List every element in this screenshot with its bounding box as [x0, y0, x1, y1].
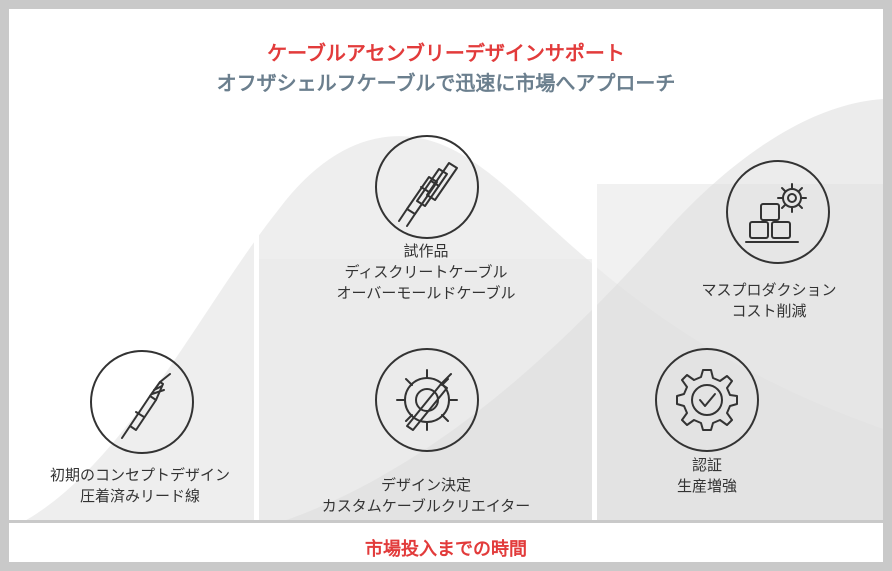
stage-label-certification: 認証 生産増強: [597, 455, 817, 497]
gear-cable-icon: [375, 348, 479, 452]
stage-line: デザイン決定: [380, 476, 471, 494]
gear-blocks-icon: [726, 160, 830, 264]
diagram-subtitle: オフザシェルフケーブルで迅速に市場へアプローチ: [216, 71, 676, 95]
stage-line: ディスクリートケーブル: [344, 263, 508, 281]
column-divider-right: [592, 109, 597, 529]
probe-icon: [90, 350, 194, 454]
stage-label-design-decision: デザイン決定 カスタムケーブルクリエイター: [259, 475, 593, 517]
stage-label-prototype: 試作品 ディスクリートケーブル オーバーモールドケーブル: [259, 241, 593, 304]
stage-line: オーバーモールドケーブル: [336, 284, 516, 302]
time-to-market-bar: 市場投入までの時間: [9, 520, 883, 562]
stage-line: 生産増強: [676, 477, 737, 495]
stage-label-concept: 初期のコンセプトデザイン 圧着済みリード線: [18, 465, 262, 507]
time-to-market-label: 市場投入までの時間: [365, 539, 527, 560]
stage-line: 圧着済みリード線: [79, 487, 200, 505]
stage-line: コスト削減: [731, 302, 807, 320]
cable-connectors-icon: [375, 135, 479, 239]
stage-line: 認証: [691, 456, 722, 474]
gear-check-icon: [655, 348, 759, 452]
stage-line: カスタムケーブルクリエイター: [321, 497, 531, 515]
diagram-title: ケーブルアセンブリーデザインサポート: [267, 41, 625, 65]
stage-line: 試作品: [403, 242, 449, 260]
column-divider-left: [254, 109, 259, 529]
stage-label-mass-production: マスプロダクション コスト削減: [649, 280, 883, 322]
stage-line: 初期のコンセプトデザイン: [49, 466, 230, 484]
stage-line: マスプロダクション: [701, 281, 837, 299]
